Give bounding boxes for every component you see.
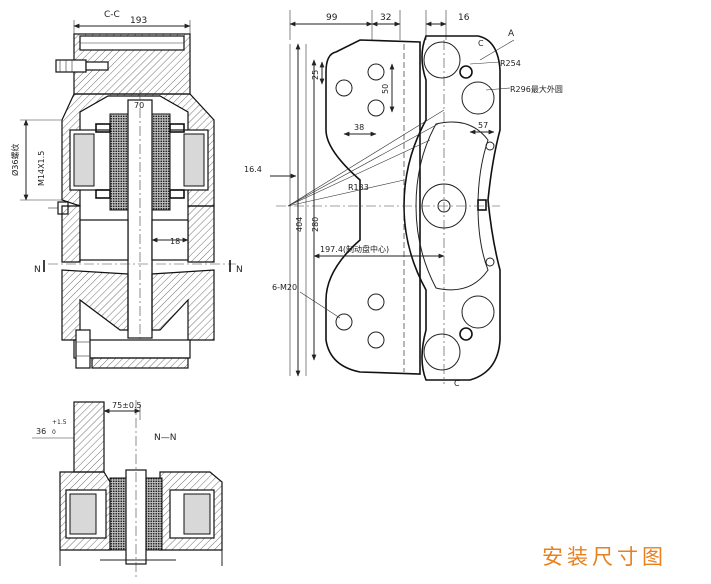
c-top-label: C	[478, 39, 484, 48]
drawing-title: 安装尺寸图	[542, 545, 667, 569]
bracket-holes	[335, 63, 385, 349]
c-bottom-label: C	[454, 379, 460, 388]
dim-tol-upper: +1.5	[52, 419, 67, 426]
dim-m20: 6-M20	[272, 283, 297, 292]
dim-280: 280	[311, 217, 320, 232]
left-pad	[109, 113, 129, 211]
dim-38: 38	[354, 123, 364, 132]
dim-r133: R133	[348, 183, 369, 192]
section-cc-label: C-C	[104, 10, 120, 20]
nn-right-pad	[145, 477, 163, 551]
r254-leader	[469, 61, 501, 65]
dim-32: 32	[380, 13, 391, 23]
dim-m14: M14X1.5	[37, 151, 46, 186]
dim-70: 70	[134, 101, 144, 110]
front-view: 99 32 16 A C C 25 50 38	[244, 10, 563, 388]
a-label: A	[508, 29, 515, 39]
section-nn-view: 75±0.5 N—N 36 +1.5 0	[32, 400, 223, 578]
dim-197: 197.4(制动盘中心)	[320, 244, 389, 254]
dim-r296: R296最大外圆	[510, 84, 563, 94]
bottom-bolt	[73, 329, 191, 369]
dim-tol-lower: 0	[52, 429, 56, 436]
dim-404: 404	[295, 217, 304, 232]
dim-r254: R254	[500, 59, 521, 68]
dim-50: 50	[381, 84, 390, 94]
dim-16-4: 16.4	[244, 165, 262, 174]
bleed-nipple	[55, 59, 109, 73]
n-right-label: N	[236, 265, 243, 275]
dim-18: 18	[170, 237, 180, 246]
nn-top-lug	[73, 401, 105, 473]
dim-57: 57	[478, 121, 488, 130]
nn-left-pad	[109, 477, 127, 551]
dim-75: 75±0.5	[112, 401, 142, 410]
dim-36-tol: 36	[36, 427, 46, 436]
dim-25: 25	[311, 70, 320, 80]
dim-99: 99	[326, 13, 338, 23]
right-pad	[151, 113, 171, 211]
caliper-body-funnel	[61, 269, 215, 341]
n-left-label: N	[34, 265, 41, 275]
dim-16: 16	[458, 13, 470, 23]
dim-dia36-thread: Ø36螺纹	[10, 144, 20, 176]
dim-193: 193	[130, 16, 147, 26]
seal-rows	[95, 123, 185, 199]
piston-bores	[423, 41, 495, 371]
section-nn-label: N—N	[154, 433, 176, 443]
mounting-bracket	[325, 39, 421, 375]
section-cc-view: C-C 193 70	[10, 10, 243, 369]
